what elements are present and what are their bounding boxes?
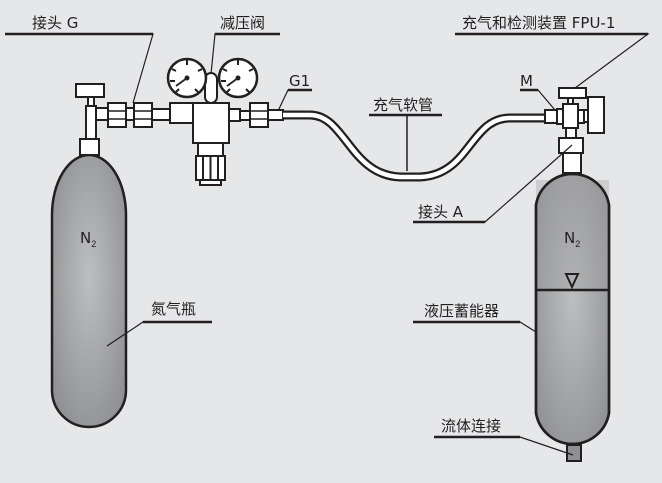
nitrogen-bottle: N2 bbox=[50, 153, 128, 429]
label-fluid-connection: 流体连接 bbox=[441, 417, 501, 435]
nitrogen-bottle-gas-label: N2 bbox=[80, 229, 96, 249]
connector-g bbox=[107, 102, 171, 128]
bottle-valve-handwheel bbox=[75, 83, 105, 98]
nitrogen-bottle-body bbox=[50, 153, 128, 429]
device-top-knob bbox=[558, 87, 587, 99]
label-charging-device: 充气和检测装置 FPU-1 bbox=[462, 14, 615, 32]
charging-hose bbox=[283, 110, 547, 182]
fluid-port bbox=[566, 444, 582, 462]
label-pressure-reducer: 减压阀 bbox=[220, 14, 265, 32]
label-g1: G1 bbox=[289, 72, 310, 90]
accumulator-gas-label: N2 bbox=[564, 229, 580, 249]
label-m: M bbox=[520, 72, 533, 90]
label-hydraulic-accumulator: 液压蓄能器 bbox=[424, 302, 499, 320]
pressure-gauge-right bbox=[217, 57, 259, 99]
label-connector-a: 接头 A bbox=[418, 203, 464, 221]
hydraulic-accumulator: N2 bbox=[534, 172, 611, 462]
label-connector-g: 接头 G bbox=[32, 14, 78, 32]
pressure-reducer bbox=[166, 57, 259, 186]
leader-lines bbox=[5, 32, 650, 456]
pressure-gauge-left bbox=[166, 57, 208, 99]
device-side-knob bbox=[587, 96, 605, 134]
bottle-valve bbox=[75, 83, 111, 156]
charging-testing-device bbox=[544, 87, 605, 174]
label-charging-hose: 充气软管 bbox=[373, 96, 433, 114]
fitting-g1 bbox=[239, 102, 284, 128]
label-nitrogen-bottle: 氮气瓶 bbox=[151, 300, 196, 318]
fluid-level-marker bbox=[564, 273, 580, 290]
